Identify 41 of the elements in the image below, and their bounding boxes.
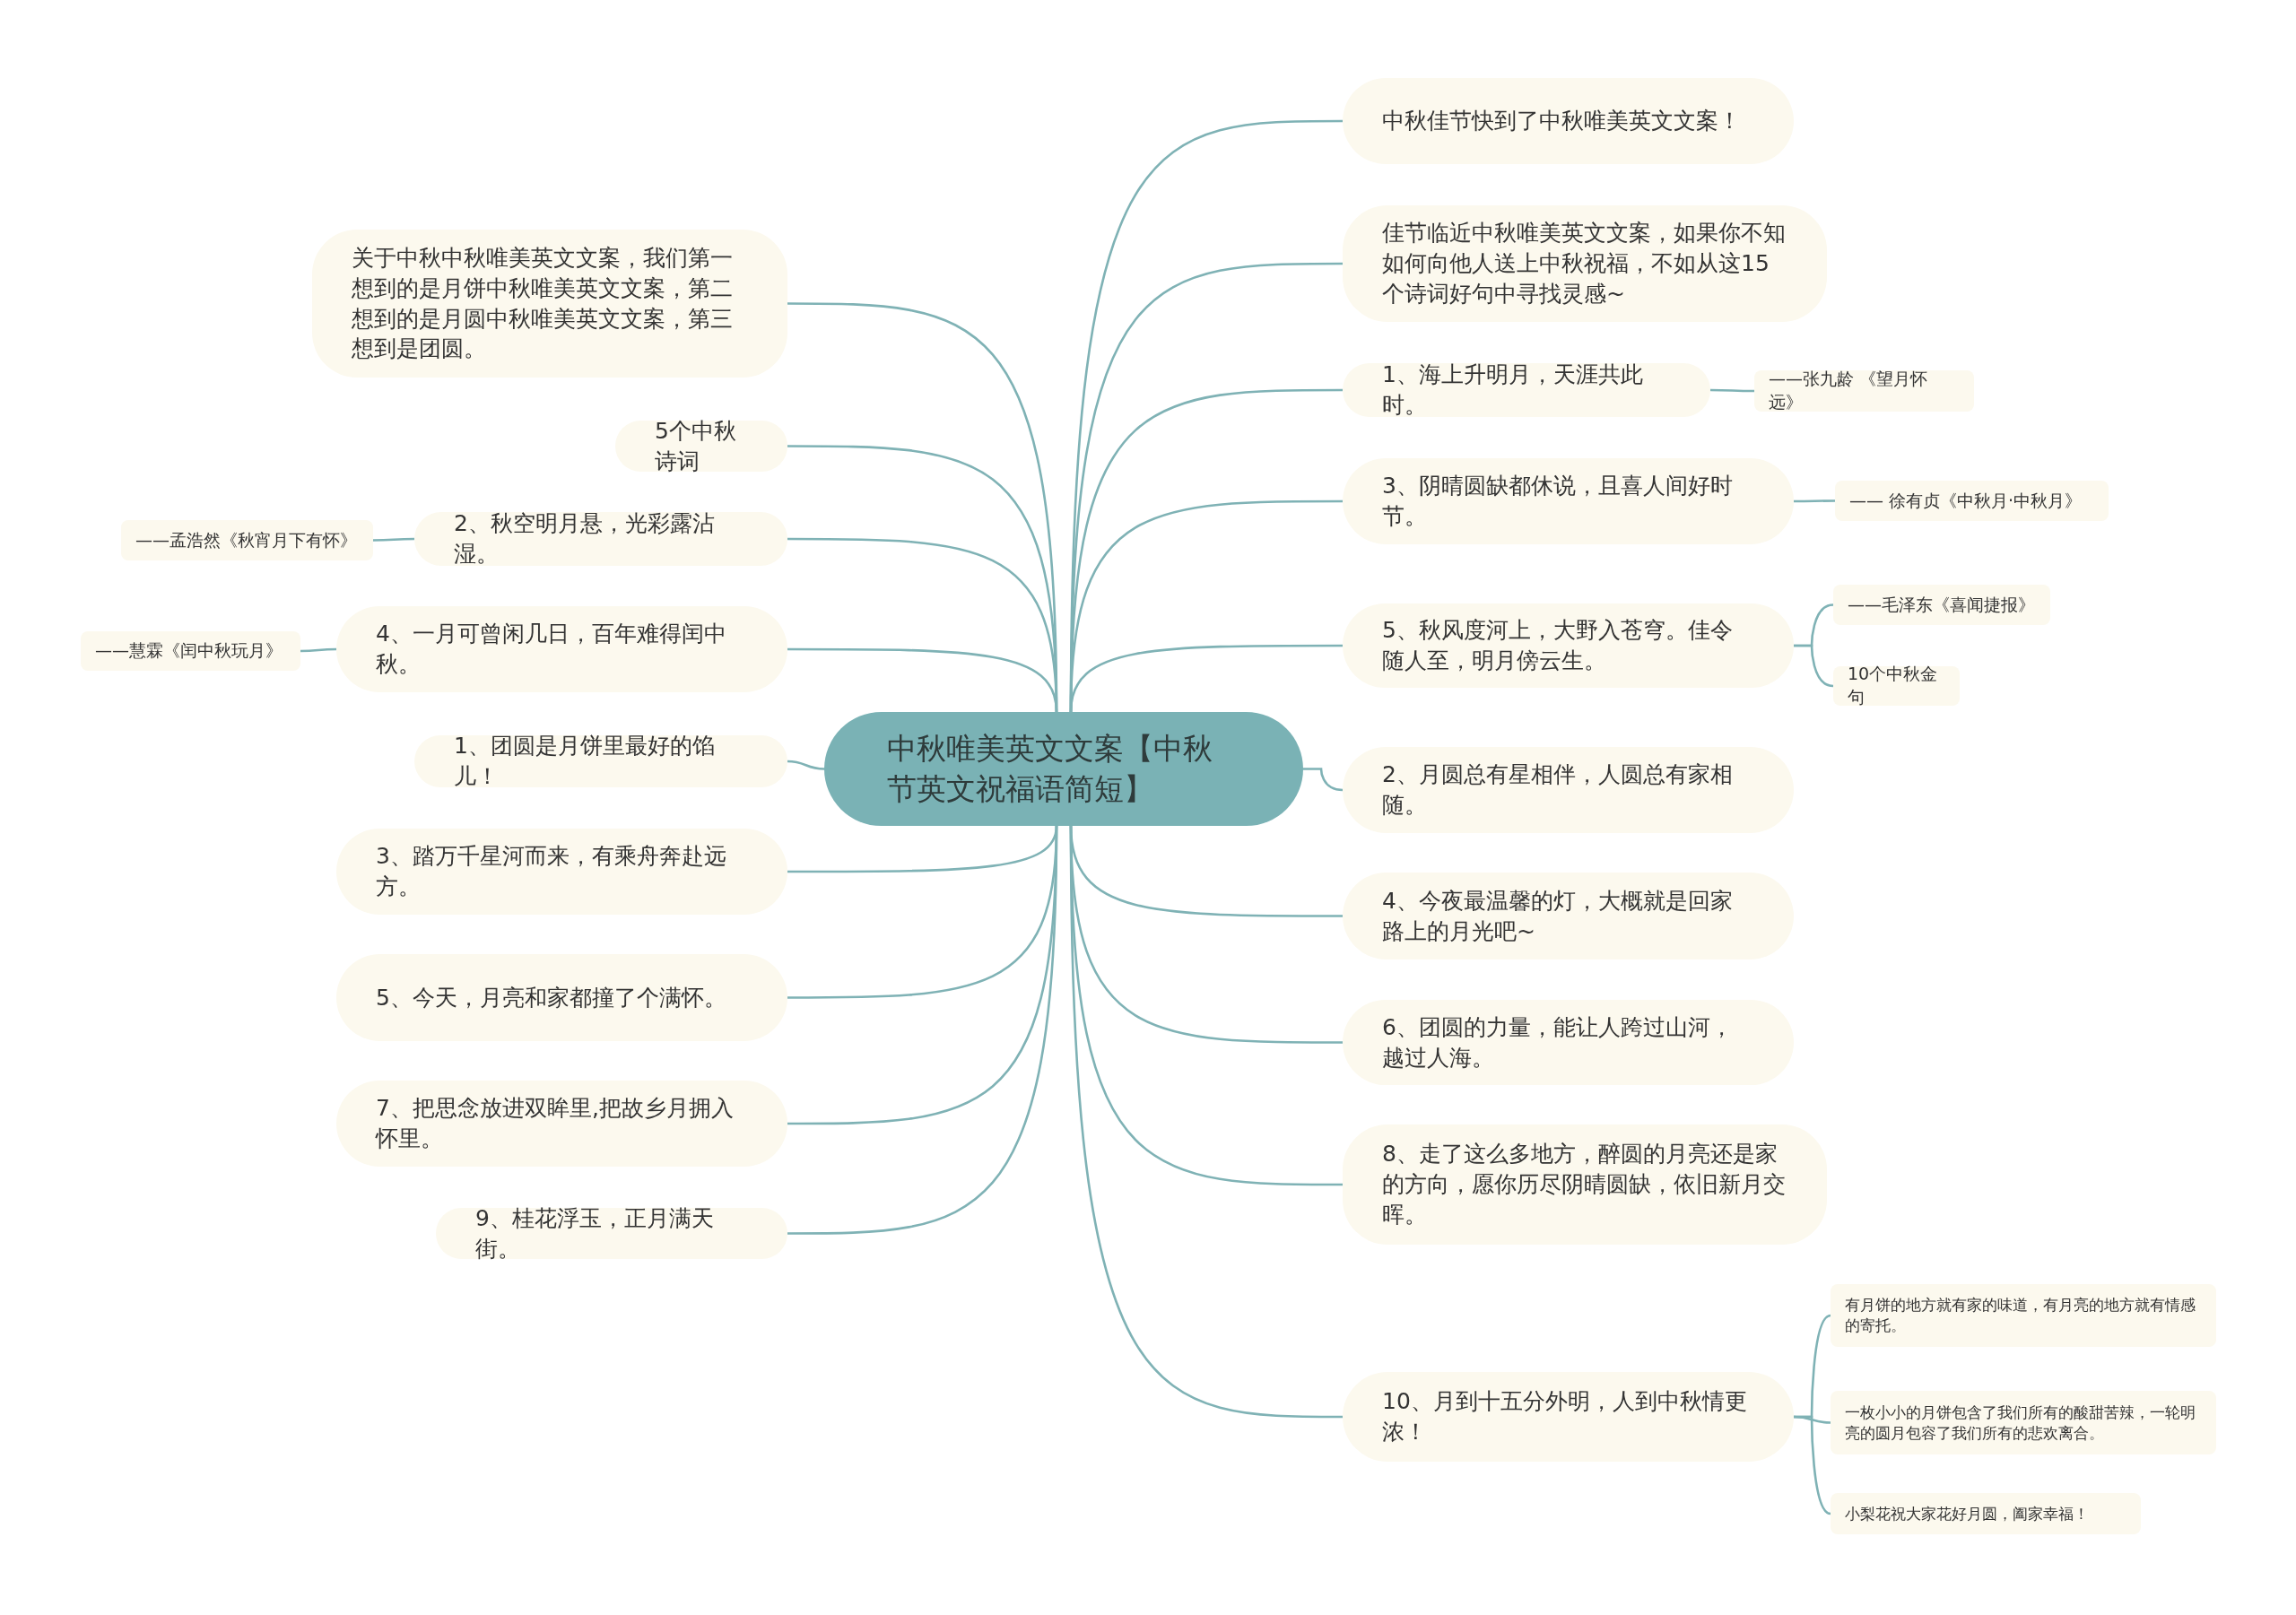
branch-line [1794, 1415, 1831, 1515]
topic-bubble: 5、秋风度河上，大野入苍穹。佳令随人至，明月傍云生。 [1343, 603, 1794, 688]
topic-bubble: 5、今天，月亮和家都撞了个满怀。 [336, 954, 787, 1041]
topic-bubble: 8、走了这么多地方，醉圆的月亮还是家的方向，愿你历尽阴晴圆缺，依旧新月交晖。 [1343, 1124, 1827, 1245]
note-box: ——毛泽东《喜闻捷报》 [1833, 585, 2050, 625]
topic-bubble: 10、月到十五分外明，人到中秋情更浓！ [1343, 1372, 1794, 1462]
branch-line [300, 647, 336, 653]
branch-line [1710, 388, 1754, 393]
branch-line [1794, 644, 1834, 688]
branch-line [1303, 768, 1344, 792]
topic-bubble: 3、踏万千星河而来，有乘舟奔赴远方。 [336, 829, 787, 915]
branch-line [787, 825, 1058, 1235]
branch-line [373, 537, 414, 542]
topic-bubble: 1、海上升明月，天涯共此时。 [1343, 363, 1710, 417]
topic-bubble: 中秋佳节快到了中秋唯美英文文案！ [1343, 78, 1794, 164]
topic-bubble: 2、秋空明月悬，光彩露沾湿。 [414, 512, 787, 566]
note-box: ——慧霖《闰中秋玩月》 [81, 631, 300, 671]
branch-line [1069, 644, 1343, 713]
branch-line [787, 647, 1058, 713]
topic-bubble: 2、月圆总有星相伴，人圆总有家相随。 [1343, 747, 1794, 833]
topic-bubble: 佳节临近中秋唯美英文文案，如果你不知如何向他人送上中秋祝福，不如从这15个诗词好句中寻找灵感~ [1343, 205, 1827, 322]
topic-bubble: 5个中秋诗词 [615, 421, 787, 472]
note-box: 一枚小小的月饼包含了我们所有的酸甜苦辣，一轮明亮的圆月包容了我们所有的悲欢离合。 [1831, 1391, 2216, 1454]
topic-bubble: 7、把思念放进双眸里,把故乡月拥入怀里。 [336, 1081, 787, 1167]
branch-line [1794, 499, 1835, 503]
central-topic: 中秋唯美英文文案【中秋节英文祝福语简短】 [824, 712, 1303, 826]
topic-bubble: 4、一月可曾闲几日，百年难得闰中秋。 [336, 606, 787, 692]
note-box: 有月饼的地方就有家的味道，有月亮的地方就有情感的寄托。 [1831, 1284, 2216, 1347]
topic-bubble: 6、团圆的力量，能让人跨过山河，越过人海。 [1343, 1000, 1794, 1085]
topic-bubble: 3、阴晴圆缺都休说，且喜人间好时节。 [1343, 458, 1794, 544]
topic-bubble: 1、团圆是月饼里最好的馅儿！ [414, 735, 787, 787]
branch-line [787, 760, 825, 770]
topic-bubble: 4、今夜最温馨的灯，大概就是回家路上的月光吧~ [1343, 873, 1794, 959]
note-box: 小梨花祝大家花好月圆，阖家幸福！ [1831, 1493, 2141, 1534]
note-box: 10个中秋金句 [1833, 666, 1960, 706]
topic-bubble: 9、桂花浮玉，正月满天街。 [436, 1208, 787, 1259]
note-box: —— 徐有贞《中秋月·中秋月》 [1835, 481, 2109, 521]
note-box: ——孟浩然《秋宵月下有怀》 [121, 520, 373, 560]
topic-bubble: 关于中秋中秋唯美英文文案，我们第一想到的是月饼中秋唯美英文文案，第二想到的是月圆中秋唯美英文文案，第三想到是团圆。 [312, 230, 787, 378]
branch-line [1069, 826, 1343, 1419]
note-box: ——张九龄 《望月怀远》 [1754, 370, 1974, 412]
